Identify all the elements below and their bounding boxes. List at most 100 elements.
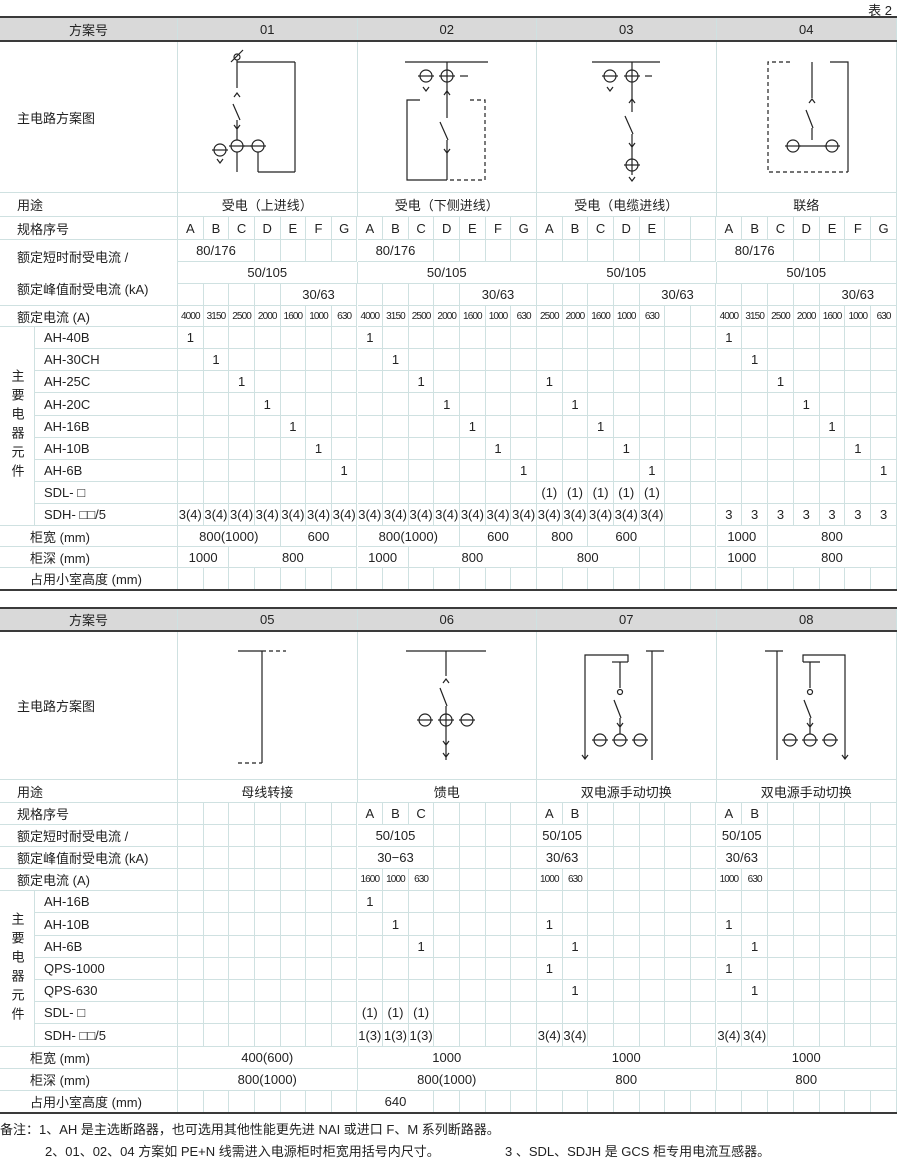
empty-cell xyxy=(306,568,332,590)
empty-cell xyxy=(665,936,691,958)
empty-cell xyxy=(254,958,281,980)
empty-cell xyxy=(254,482,281,504)
value-cell: A xyxy=(537,803,563,825)
component-group-label: 主要电器元件 xyxy=(0,327,35,526)
empty-cell xyxy=(203,371,230,393)
empty-cell xyxy=(434,482,461,504)
value-cell: 1 xyxy=(254,393,281,416)
value-cell: (1) xyxy=(639,482,666,504)
empty-cell xyxy=(665,306,691,327)
empty-cell xyxy=(280,393,307,416)
value-cell: 1 xyxy=(460,416,486,438)
empty-cell xyxy=(537,349,563,371)
empty-cell xyxy=(203,1024,230,1047)
value-cell: 3150 xyxy=(203,306,230,327)
empty-cell xyxy=(306,327,332,349)
value-cell: 600 xyxy=(460,526,537,547)
empty-cell xyxy=(768,913,794,936)
empty-cell xyxy=(588,284,614,306)
empty-cell xyxy=(871,482,897,504)
empty-cell xyxy=(716,393,743,416)
empty-cell xyxy=(178,958,204,980)
empty-cell xyxy=(485,568,512,590)
value-cell: C xyxy=(768,217,794,240)
value-cell: E xyxy=(460,217,486,240)
empty-cell xyxy=(511,980,537,1002)
empty-cell xyxy=(306,869,332,891)
empty-cell xyxy=(178,438,204,460)
empty-cell xyxy=(716,349,743,371)
scheme-number: 06 xyxy=(358,609,537,630)
empty-cell xyxy=(383,482,409,504)
value-cell: B xyxy=(203,217,230,240)
empty-cell xyxy=(485,1024,512,1047)
row-label: 用途 xyxy=(0,193,178,217)
empty-cell xyxy=(434,284,461,306)
row-label: 占用小室高度 (mm) xyxy=(0,1091,178,1113)
empty-cell xyxy=(537,1002,563,1024)
value-cell: 4000 xyxy=(716,306,743,327)
value-cell: C xyxy=(588,217,614,240)
empty-cell xyxy=(485,847,512,869)
value-cell: 1 xyxy=(613,438,640,460)
value-cell: 3(4) xyxy=(203,504,230,526)
empty-cell xyxy=(331,1091,358,1113)
empty-cell xyxy=(485,349,512,371)
value-cell: 1600 xyxy=(280,306,307,327)
empty-cell xyxy=(742,913,769,936)
empty-cell xyxy=(793,568,820,590)
empty-cell xyxy=(613,240,640,262)
diagram-cell xyxy=(537,632,717,780)
empty-cell xyxy=(716,980,743,1002)
empty-cell xyxy=(306,482,332,504)
value-cell: 50/105 xyxy=(357,262,537,284)
empty-cell xyxy=(306,891,332,913)
empty-cell xyxy=(511,327,537,349)
empty-cell xyxy=(203,913,230,936)
value-cell: C xyxy=(229,217,255,240)
value-cell: 3150 xyxy=(383,306,409,327)
value-cell: 1 xyxy=(742,349,769,371)
value-cell: B xyxy=(383,803,409,825)
empty-cell xyxy=(871,936,897,958)
empty-cell xyxy=(768,869,794,891)
value-cell: 3(4) xyxy=(562,504,589,526)
value-cell: 640 xyxy=(357,1091,435,1113)
empty-cell xyxy=(639,416,666,438)
empty-cell xyxy=(871,958,897,980)
value-cell: D xyxy=(793,217,820,240)
empty-cell xyxy=(485,327,512,349)
empty-cell xyxy=(716,1091,743,1113)
empty-cell xyxy=(203,284,230,306)
empty-cell xyxy=(511,803,537,825)
empty-cell xyxy=(434,1002,461,1024)
empty-cell xyxy=(793,803,820,825)
empty-cell xyxy=(690,460,717,482)
empty-cell xyxy=(639,327,666,349)
value-cell: 30/63 xyxy=(537,847,589,869)
empty-cell xyxy=(408,980,435,1002)
empty-cell xyxy=(229,438,255,460)
empty-cell xyxy=(178,371,204,393)
empty-cell xyxy=(178,393,204,416)
empty-cell xyxy=(511,1024,537,1047)
empty-cell xyxy=(178,869,204,891)
empty-cell xyxy=(716,568,743,590)
empty-cell xyxy=(871,803,897,825)
empty-cell xyxy=(306,825,332,847)
empty-cell xyxy=(768,482,794,504)
empty-cell xyxy=(871,240,897,262)
empty-cell xyxy=(768,1024,794,1047)
value-cell: D xyxy=(254,217,281,240)
empty-cell xyxy=(716,371,743,393)
empty-cell xyxy=(203,936,230,958)
empty-cell xyxy=(511,825,537,847)
value-cell: 2500 xyxy=(408,306,435,327)
empty-cell xyxy=(280,327,307,349)
scheme-number: 01 xyxy=(178,18,358,40)
empty-cell xyxy=(331,936,358,958)
empty-cell xyxy=(588,913,614,936)
empty-cell xyxy=(229,393,255,416)
value-cell: 50/105 xyxy=(178,262,358,284)
empty-cell xyxy=(871,393,897,416)
